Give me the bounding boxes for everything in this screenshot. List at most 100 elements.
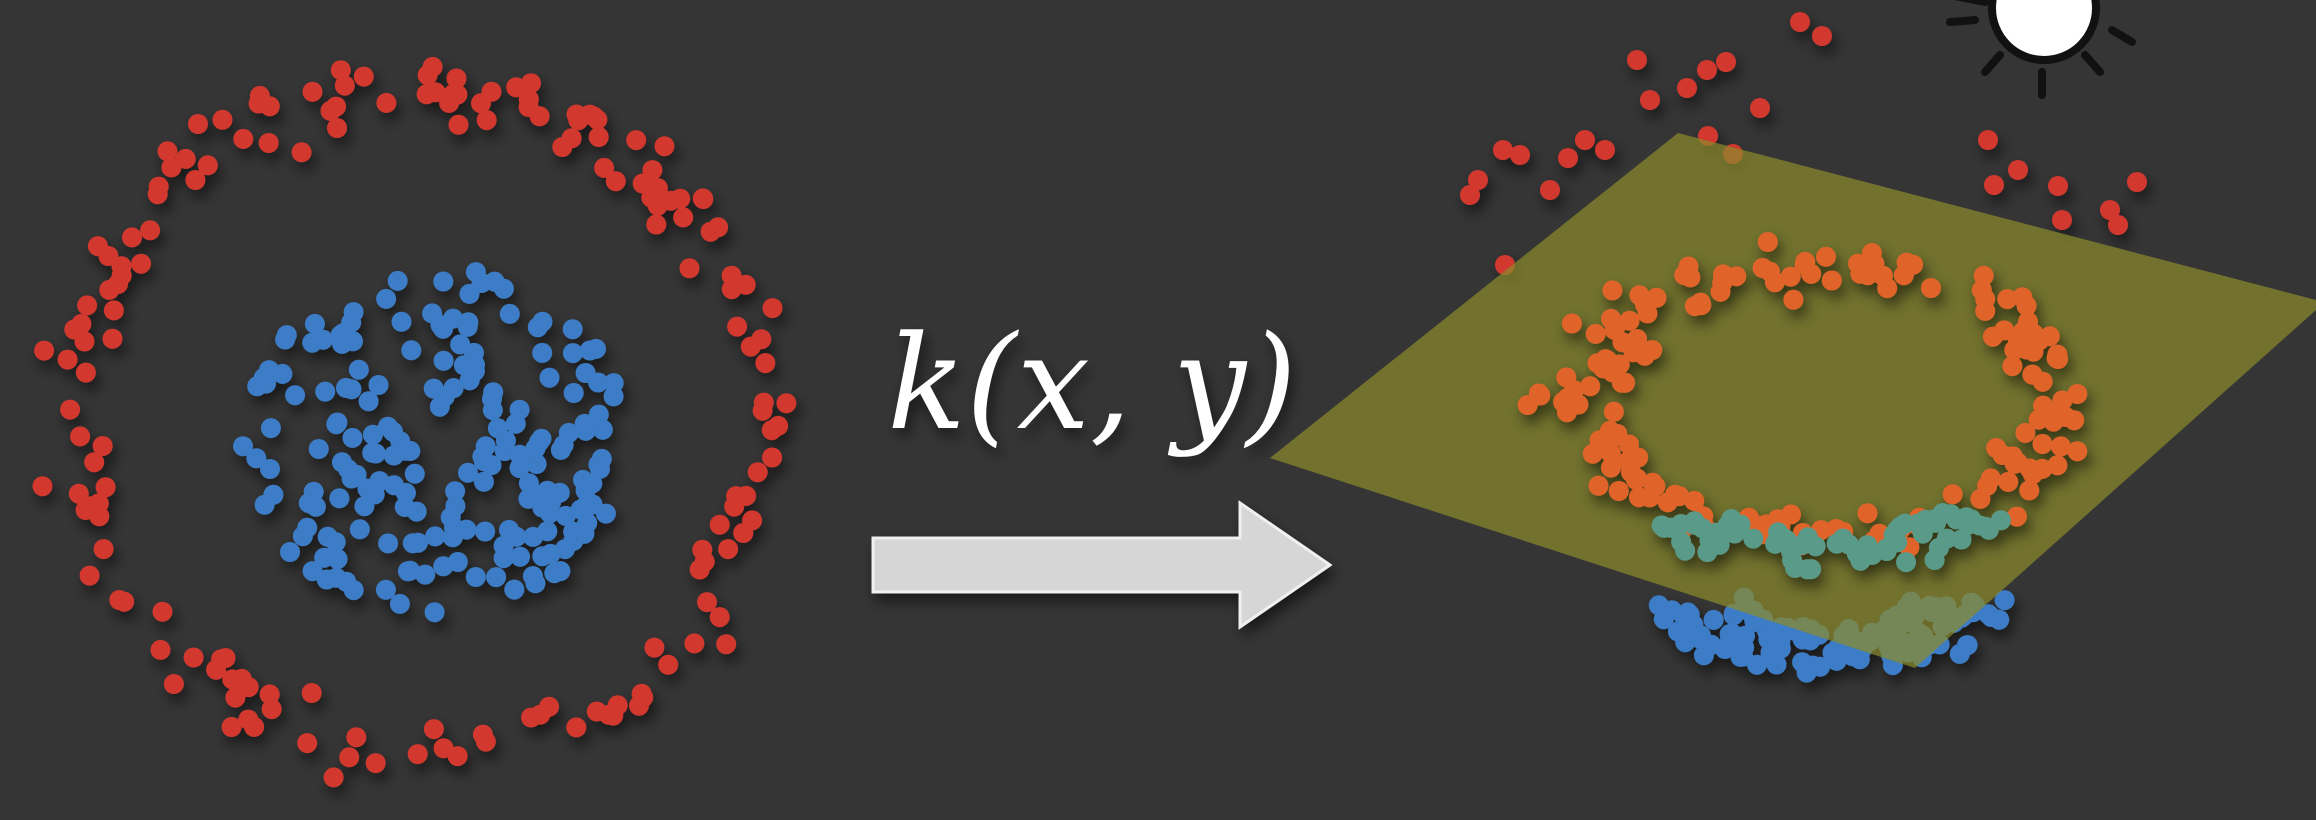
- inner-class-point: [383, 445, 404, 466]
- inner-class-point: [440, 507, 461, 528]
- outer-class-point: [365, 753, 386, 774]
- outer-class-point: [586, 701, 607, 722]
- outer-class-point: [1984, 175, 2004, 195]
- outer-class-point: [34, 340, 55, 361]
- above-plane-point: [1970, 488, 1991, 509]
- inner-class-point: [375, 579, 396, 600]
- inner-class-point: [493, 278, 514, 299]
- near-plane-point: [1792, 534, 1813, 555]
- above-plane-point: [1642, 472, 1663, 493]
- inner-class-point: [308, 439, 329, 459]
- inner-class-point: [415, 564, 436, 585]
- inner-class-point: [456, 519, 477, 540]
- outer-class-point: [2052, 210, 2072, 230]
- inner-class-point: [493, 548, 514, 569]
- inner-class-point: [458, 462, 478, 483]
- outer-class-point: [1460, 185, 1480, 205]
- outer-class-point: [68, 483, 89, 504]
- kernel-formula: k(x, y): [887, 307, 1297, 459]
- inner-class-point: [383, 421, 403, 442]
- near-plane-point: [1661, 517, 1682, 538]
- inner-class-point: [325, 532, 346, 553]
- above-plane-point: [2052, 390, 2073, 411]
- inner-class-point: [1735, 625, 1755, 646]
- outer-class-point: [447, 84, 468, 105]
- outer-class-point: [327, 118, 347, 138]
- outer-class-point: [1468, 170, 1488, 190]
- outer-class-point: [131, 253, 152, 274]
- outer-class-point: [481, 81, 502, 102]
- inner-class-point: [499, 303, 520, 324]
- inner-class-point: [1957, 635, 1978, 656]
- outer-class-point: [74, 331, 95, 352]
- inner-class-point: [260, 418, 281, 439]
- inner-class-point: [315, 381, 336, 402]
- outer-class-point: [1790, 12, 1810, 32]
- inner-class-point: [391, 311, 412, 332]
- outer-class-point: [776, 393, 797, 414]
- inner-class-point: [1989, 609, 2010, 630]
- inner-class-point: [387, 270, 408, 291]
- above-plane-point: [2019, 480, 2040, 501]
- outer-class-point: [697, 592, 717, 613]
- outer-class-point: [238, 709, 259, 730]
- outer-class-point: [60, 399, 81, 420]
- outer-class-point: [735, 274, 756, 295]
- points-above-plane: [1517, 232, 2088, 580]
- above-plane-point: [1557, 387, 1578, 408]
- near-plane-point: [1951, 529, 1972, 550]
- inner-class-point: [362, 424, 383, 445]
- outer-class-point: [233, 128, 254, 149]
- above-plane-point: [1600, 442, 1621, 463]
- above-plane-point: [1973, 265, 1994, 286]
- outer-class-point: [148, 176, 169, 197]
- inner-class-point: [1766, 654, 1787, 675]
- inner-class-point: [401, 340, 422, 361]
- above-plane-point: [1626, 469, 1646, 490]
- inner-class-point: [285, 385, 306, 406]
- outer-class-point: [658, 654, 679, 675]
- inner-class-point: [486, 567, 507, 588]
- near-plane-point: [1850, 550, 1871, 571]
- inner-class-point: [532, 342, 553, 363]
- above-plane-point: [2055, 407, 2076, 427]
- above-plane-point: [2016, 295, 2037, 316]
- near-plane-point: [1838, 534, 1859, 555]
- above-plane-point: [1998, 471, 2019, 492]
- outer-class-point: [140, 220, 161, 241]
- outer-class-point: [762, 447, 783, 468]
- above-plane-point: [2032, 434, 2053, 454]
- outer-class-point: [102, 328, 123, 349]
- outer-class-point: [1493, 140, 1513, 160]
- above-plane-point: [2002, 356, 2023, 377]
- inner-class-point: [482, 389, 502, 409]
- outer-class-point: [670, 188, 691, 209]
- above-plane-point: [1582, 443, 1603, 464]
- outer-class-point: [716, 634, 737, 655]
- near-plane-point: [1675, 540, 1696, 561]
- outer-class-point: [709, 514, 730, 535]
- inner-class-point: [332, 333, 353, 354]
- inner-class-point: [348, 359, 369, 380]
- outer-class-point: [320, 100, 341, 121]
- above-plane-point: [1612, 332, 1633, 353]
- outer-class-point: [2048, 176, 2068, 196]
- above-plane-point: [1760, 261, 1780, 282]
- outer-class-point: [736, 485, 757, 506]
- inner-class-point: [562, 319, 583, 340]
- above-plane-point: [1710, 281, 1731, 302]
- outer-class-point: [1595, 140, 1615, 160]
- above-plane-point: [1816, 246, 1836, 267]
- inner-class-point: [327, 549, 348, 570]
- separating-plane: [1270, 133, 2316, 668]
- above-plane-point: [1997, 289, 2018, 310]
- outer-class-point: [291, 142, 312, 163]
- inner-class-point: [433, 350, 454, 371]
- inner-class-point: [531, 428, 552, 449]
- outer-class-point: [629, 695, 649, 716]
- inner-class-point: [304, 313, 325, 334]
- outer-class-point: [376, 92, 397, 113]
- inner-class-point: [349, 519, 370, 540]
- outer-class-point: [476, 110, 497, 131]
- outer-class-point: [2100, 200, 2120, 220]
